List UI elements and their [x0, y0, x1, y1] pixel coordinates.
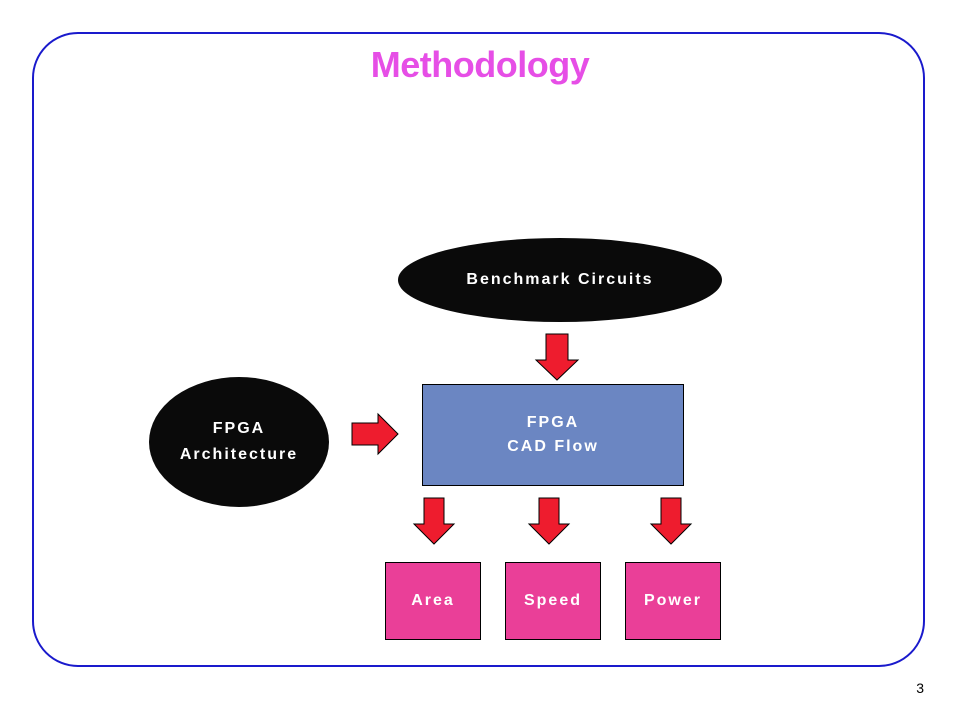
- down-arrow-icon: [649, 497, 693, 545]
- down-arrow-icon: [527, 497, 571, 545]
- cad-flow-line1: FPGA: [526, 414, 580, 431]
- benchmark-circuits-node: Benchmark Circuits: [398, 238, 722, 322]
- benchmark-circuits-label: Benchmark Circuits: [466, 271, 654, 288]
- area-node: Area: [385, 562, 481, 640]
- down-arrow-icon: [412, 497, 456, 545]
- fpga-cad-flow-node: FPGA CAD Flow: [422, 384, 684, 486]
- speed-node: Speed: [505, 562, 601, 640]
- fpga-architecture-line2: Architecture: [179, 446, 299, 463]
- slide-title: Methodology: [370, 44, 590, 85]
- cad-flow-line2: CAD Flow: [507, 438, 599, 455]
- page-number: 3: [916, 680, 924, 696]
- down-arrow-icon: [534, 333, 580, 381]
- slide-frame: [32, 32, 925, 667]
- power-label: Power: [643, 592, 702, 609]
- speed-label: Speed: [523, 592, 582, 609]
- power-node: Power: [625, 562, 721, 640]
- fpga-architecture-line1: FPGA: [212, 420, 266, 437]
- fpga-architecture-node: FPGA Architecture: [149, 377, 329, 507]
- right-arrow-icon: [351, 412, 399, 456]
- area-label: Area: [411, 592, 455, 609]
